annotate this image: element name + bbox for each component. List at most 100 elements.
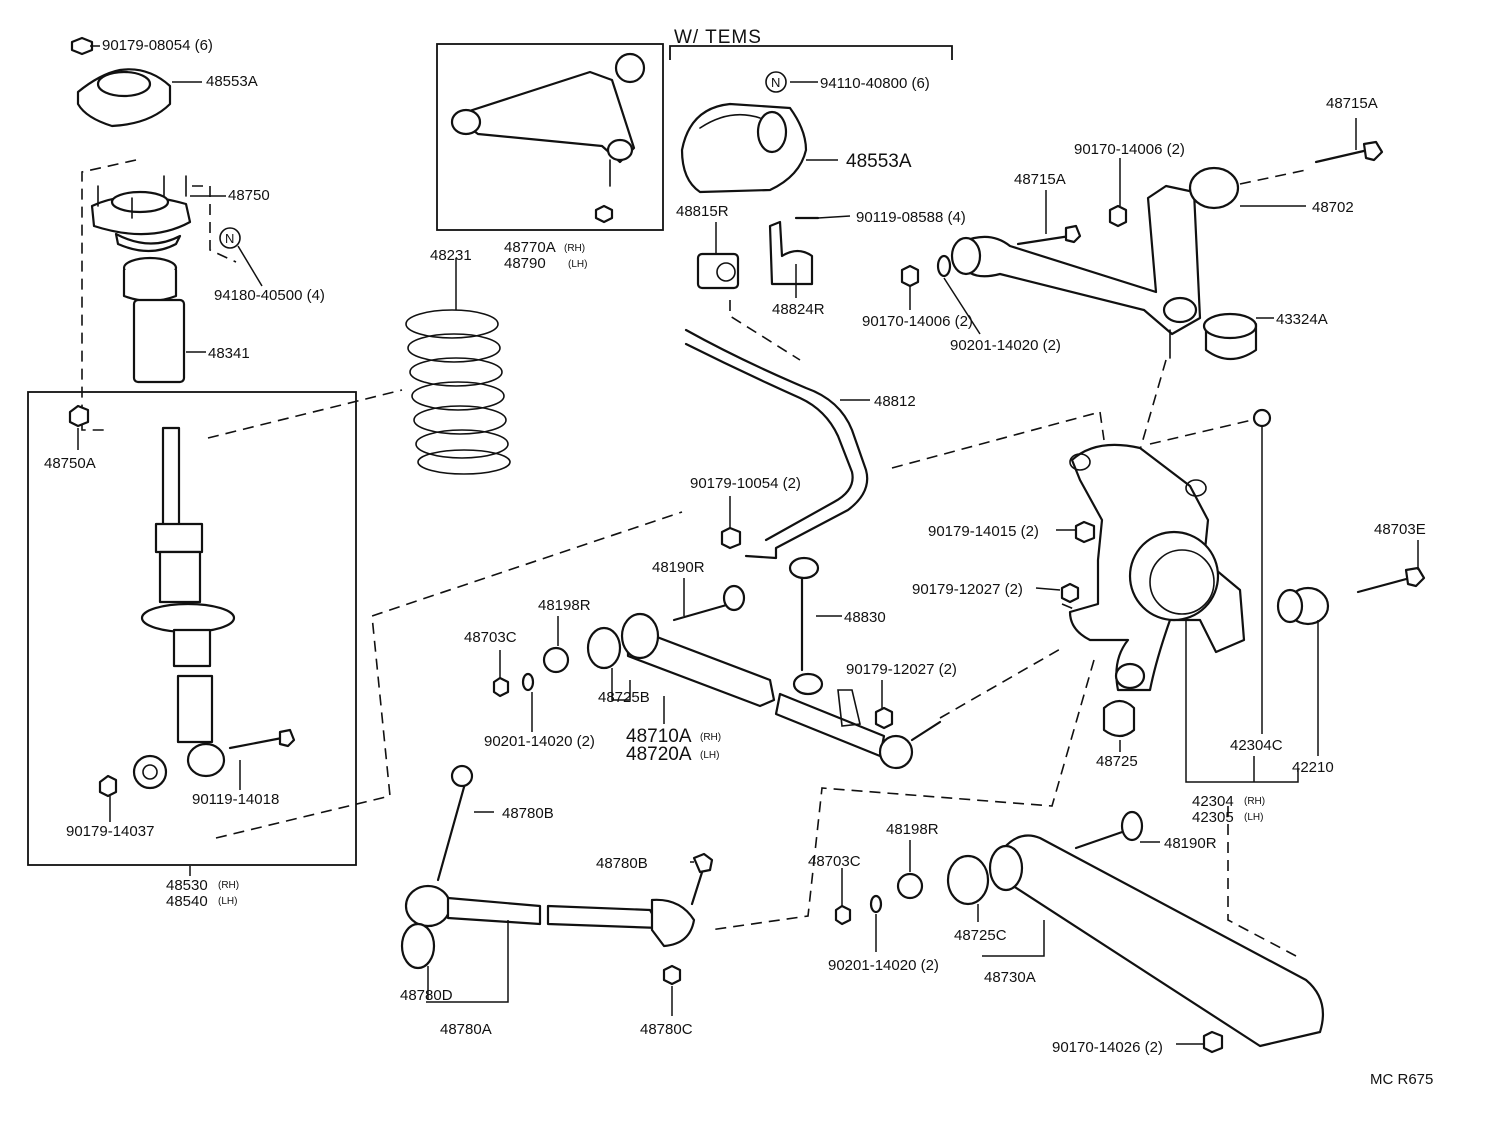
tems-actuator-cover-icon (680, 71, 808, 194)
upper-arm-icon (450, 52, 646, 224)
stabilizer-link-icon (788, 556, 824, 696)
part-label: 48553A (206, 73, 258, 90)
part-label: 48702 (1312, 199, 1354, 216)
trailing-arm-icon (946, 810, 1324, 1054)
coil-spring-icon (405, 309, 511, 475)
part-label: 48730A (984, 969, 1036, 986)
part-label: 90201-14020 (2) (950, 337, 1061, 354)
part-label: 42304C (1230, 737, 1283, 754)
part-label-suffix: (RH) (1244, 796, 1265, 807)
hex-nut-icon (720, 526, 742, 550)
part-label: 48790 (504, 255, 546, 272)
trailing-rod-icon (400, 764, 714, 986)
toe-control-link-icon (774, 689, 942, 770)
upper-arm-inset-box (436, 43, 664, 231)
part-label-suffix: (RH) (218, 880, 239, 891)
part-label: 90170-14026 (2) (1052, 1039, 1163, 1056)
part-label: 90119-14018 (192, 791, 279, 808)
part-label: 48341 (208, 345, 250, 362)
part-label: 48812 (874, 393, 916, 410)
bound-bumper-icon (122, 256, 186, 384)
part-label: 90179-12027 (2) (846, 661, 957, 678)
part-label: 48190R (1164, 835, 1217, 852)
part-label-suffix: (LH) (700, 750, 719, 761)
part-label: 48780D (400, 987, 453, 1004)
part-label: 48780A (440, 1021, 492, 1038)
part-label: 48715A (1014, 171, 1066, 188)
part-label-suffix: (LH) (568, 259, 587, 270)
stabilizer-bushing-icon (696, 252, 740, 290)
part-label: 90170-14006 (2) (862, 313, 973, 330)
part-label: 48190R (652, 559, 705, 576)
part-label: 48750A (44, 455, 96, 472)
stabilizer-bracket-icon (768, 216, 820, 286)
hex-nut-icon (68, 404, 90, 428)
part-label: 48198R (886, 821, 939, 838)
part-label: 48710A (626, 726, 692, 747)
part-label: 48750 (228, 187, 270, 204)
new-part-symbol: N (225, 231, 234, 246)
stabilizer-bar-icon (684, 328, 869, 560)
part-label: 48703C (464, 629, 517, 646)
part-label: 48540 (166, 893, 208, 910)
hex-nut-icon (70, 36, 94, 56)
part-label: 42304 (1192, 793, 1234, 810)
part-label: 90119-08588 (4) (856, 209, 966, 226)
part-label: 90179-08054 (6) (102, 37, 213, 54)
bolt-icon (1356, 566, 1426, 594)
part-label: 48725B (598, 689, 650, 706)
washer-icon (521, 672, 535, 692)
part-label: 48553A (846, 151, 912, 172)
part-label-suffix: (RH) (700, 732, 721, 743)
part-label: 48770A (504, 239, 556, 256)
part-label: 43324A (1276, 311, 1328, 328)
hex-nut-icon (834, 904, 852, 926)
part-label: 48715A (1326, 95, 1378, 112)
part-label: 48703C (808, 853, 861, 870)
part-label: 42305 (1192, 809, 1234, 826)
part-label: 48830 (844, 609, 886, 626)
cam-plate-icon (896, 872, 924, 900)
part-label: 48780B (596, 855, 648, 872)
part-label-suffix: (RH) (564, 243, 585, 254)
part-label: 48780C (640, 1021, 693, 1038)
figure-code: MC R675 (1370, 1071, 1433, 1088)
axle-carrier-icon (1060, 408, 1272, 692)
tems-group-label: W/ TEMS (674, 27, 762, 48)
part-label: 48198R (538, 597, 591, 614)
part-label: 48703E (1374, 521, 1426, 538)
suspension-support-icon (90, 175, 192, 253)
part-label: 48824R (772, 301, 825, 318)
part-label: 90201-14020 (2) (828, 957, 939, 974)
hex-nut-icon (492, 676, 510, 698)
new-part-symbol: N (771, 75, 780, 90)
part-label: 90179-12027 (2) (912, 581, 1023, 598)
new-part-marker (219, 227, 241, 249)
part-label: 48780B (502, 805, 554, 822)
lower-control-arm-icon (586, 584, 776, 708)
part-label-suffix: (LH) (218, 896, 237, 907)
part-label: 94110-40800 (6) (820, 75, 930, 92)
part-label: 90201-14020 (2) (484, 733, 595, 750)
part-label: 42210 (1292, 759, 1334, 776)
bushing-icon (1276, 586, 1330, 626)
shock-absorber-assembly-box (27, 391, 357, 866)
part-label: 90179-14037 (66, 823, 154, 840)
support-cover-icon (76, 68, 172, 128)
part-label-suffix: (LH) (1244, 812, 1263, 823)
cam-plate-icon (542, 646, 570, 674)
upper-control-arm-icon (900, 140, 1384, 361)
bushing-icon (1102, 699, 1136, 738)
part-label: 48725C (954, 927, 1007, 944)
part-label: 48725 (1096, 753, 1138, 770)
hex-nut-icon (874, 706, 894, 730)
part-label: 94180-40500 (4) (214, 287, 325, 304)
part-label: 90179-10054 (2) (690, 475, 801, 492)
part-label: 48815R (676, 203, 729, 220)
part-label: 90179-14015 (2) (928, 523, 1039, 540)
part-label: 90170-14006 (2) (1074, 141, 1185, 158)
washer-icon (869, 894, 883, 914)
part-label: 48231 (430, 247, 472, 264)
part-label: 48530 (166, 877, 208, 894)
